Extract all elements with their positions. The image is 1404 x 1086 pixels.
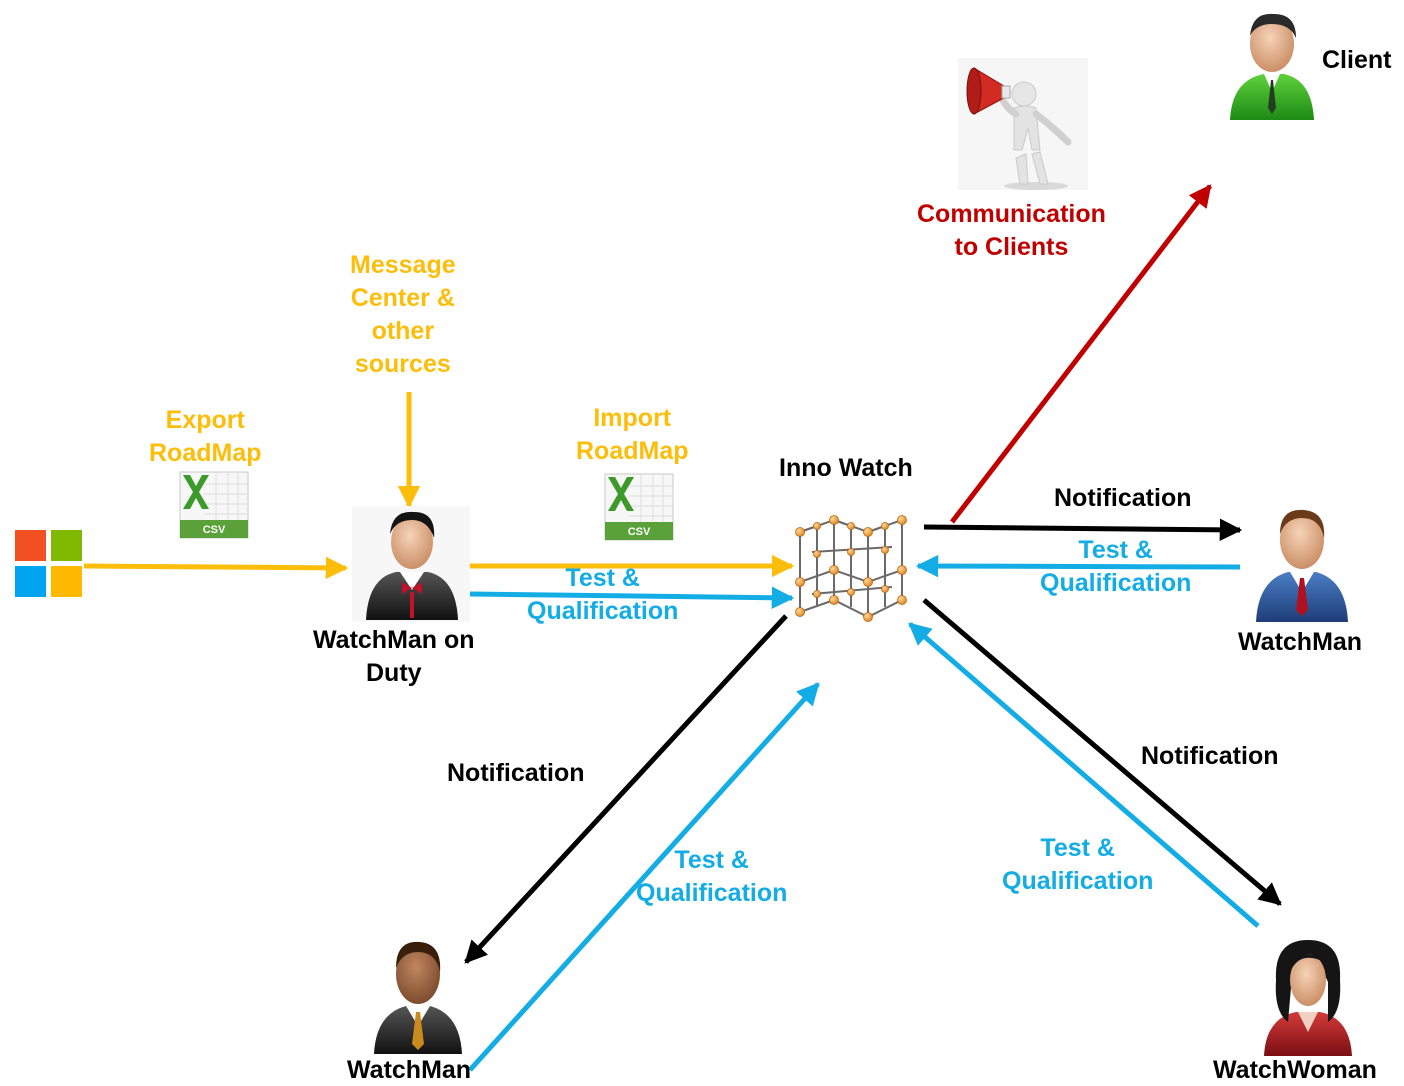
watchwoman-label: WatchWoman <box>1213 1056 1377 1084</box>
arrow-test-center <box>469 586 795 609</box>
arrows <box>83 184 1282 1072</box>
csv-tag-import: CSV <box>628 526 651 538</box>
notification-lower-left-label: Notification <box>447 759 585 787</box>
arrow-notification-lower-left <box>464 614 788 964</box>
export-roadmap-label: Export RoadMap <box>149 406 262 467</box>
test-qualification-lower-right-label: Test & Qualification <box>1002 834 1154 895</box>
notification-right-label: Notification <box>1054 484 1192 512</box>
test-qualification-lower-left-label: Test & Qualification <box>636 846 788 907</box>
arrow-test-right <box>915 554 1241 578</box>
arrow-test-lower-left <box>468 682 820 1072</box>
import-roadmap-label: Import RoadMap <box>576 404 689 465</box>
network-grid-icon <box>795 515 907 622</box>
watchwoman-avatar-icon <box>1264 940 1352 1056</box>
watchman-on-duty-avatar-icon <box>352 506 470 622</box>
watchman-right-avatar-icon <box>1256 509 1348 622</box>
csv-tag-export: CSV <box>203 524 226 536</box>
microsoft-logo-icon <box>15 530 82 597</box>
message-center-label: Message Center & other sources <box>350 251 456 378</box>
csv-file-icon-export: CSV <box>179 471 249 539</box>
watchman-right-label: WatchMan <box>1238 628 1363 656</box>
arrow-communication <box>950 184 1212 524</box>
client-avatar-icon <box>1230 13 1314 120</box>
arrow-notification-right <box>923 518 1243 542</box>
inno-watch-label: Inno Watch <box>779 454 913 482</box>
arrow-notification-lower-right <box>922 598 1282 906</box>
watchman-on-duty-label: WatchMan on Duty <box>313 626 475 687</box>
megaphone-figure-icon <box>958 58 1088 190</box>
csv-file-icon-import: CSV <box>604 473 674 541</box>
watchman-bottom-label: WatchMan <box>347 1056 472 1084</box>
arrow-export-roadmap <box>83 556 349 580</box>
test-qualification-center-label: Test & Qualification <box>527 564 679 625</box>
communication-label: Communication to Clients <box>917 200 1106 261</box>
client-label: Client <box>1322 46 1392 74</box>
notification-lower-right-label: Notification <box>1141 742 1279 770</box>
arrow-test-lower-right <box>908 622 1260 928</box>
test-qualification-right-label: Test & Qualification <box>1040 536 1192 597</box>
watchman-bottom-avatar-icon <box>374 941 462 1054</box>
